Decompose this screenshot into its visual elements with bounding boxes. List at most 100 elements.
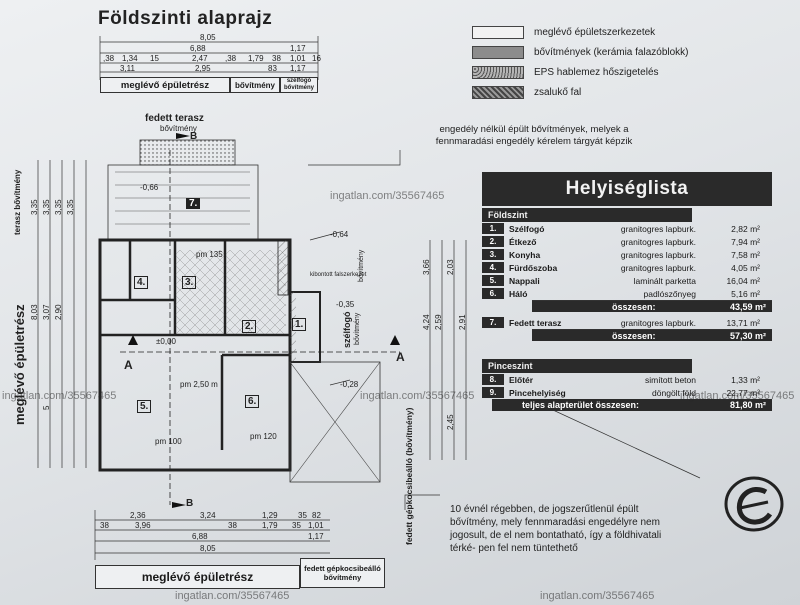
- room-row: 1. Szélfogó granitogres lapburk. 2,82 m²: [482, 222, 772, 235]
- legend-swatch: [472, 85, 524, 99]
- room-floor: granitogres lapburk.: [620, 236, 696, 247]
- height-mark: pm 135: [196, 250, 223, 259]
- windbreak-sub-label-vertical: bővítmény: [354, 312, 361, 345]
- room-tag-4: 4.: [134, 276, 149, 289]
- grand-total-row: teljes alapterület összesen: 81,80 m²: [492, 399, 772, 411]
- room-number: 2.: [482, 236, 504, 247]
- architect-logo-icon: [724, 476, 784, 532]
- dim-bottom: 1,17: [308, 532, 324, 541]
- room-row: 6. Háló padlószőnyeg 5,16 m²: [482, 287, 772, 300]
- room-area: 13,71 m²: [726, 317, 760, 328]
- room-floor: granitogres lapburk.: [620, 317, 696, 328]
- room-row: 9. Pincehelyiség döngölt föld 22,77 m²: [482, 386, 772, 399]
- note-unpermitted-extensions: engedély nélkül épült bővítmények, melye…: [435, 124, 633, 147]
- legend-label: meglévő épületszerkezetek: [534, 26, 656, 38]
- section-a-left: A: [124, 358, 133, 372]
- room-number: 8.: [482, 374, 504, 385]
- dim-bottom: 1,79: [262, 521, 278, 530]
- dim-left: 3,35: [42, 199, 51, 215]
- room-name: Fedett terasz: [509, 317, 562, 328]
- room-area: 22,77 m²: [726, 387, 760, 398]
- room-name: Konyha: [509, 249, 541, 260]
- ground-floor-total2-row: összesen: 57,30 m²: [532, 329, 772, 341]
- height-mark: -0,64: [330, 230, 349, 239]
- legend: meglévő épületszerkezetek bővítmények (k…: [472, 22, 772, 102]
- dim-right: 4,24: [422, 314, 431, 330]
- basement-heading: Pinceszint: [482, 359, 692, 373]
- room-floor: granitogres lapburk.: [620, 223, 696, 234]
- room-name: Szélfogó: [509, 223, 545, 234]
- dim-bottom: 82: [312, 511, 321, 520]
- dim-bottom: 2,36: [130, 511, 146, 520]
- section-b-bottom: B: [186, 498, 194, 509]
- carport-label-bottom-title: fedett gépkocsibeálló: [304, 564, 381, 573]
- dim-left: 3,07: [42, 304, 51, 320]
- room-number: 5.: [482, 275, 504, 286]
- room-tag-3: 3.: [182, 276, 197, 289]
- dim-top-ext: 1,17: [290, 44, 306, 53]
- dim-top-seg: 83: [268, 64, 277, 73]
- legend-swatch: [472, 45, 524, 59]
- dim-top-seg: 1,34: [122, 54, 138, 63]
- watermark: ingatlan.com/35567465: [360, 390, 475, 402]
- room-floor: simított beton: [644, 374, 696, 385]
- dim-top-main: 6,88: [190, 44, 206, 53]
- room-row: 7. Fedett terasz granitogres lapburk. 13…: [482, 316, 772, 329]
- dim-bottom: 35: [298, 511, 307, 520]
- room-number: 6.: [482, 288, 504, 299]
- dim-bottom: 3,24: [200, 511, 216, 520]
- note-old-extension: 10 évnél régebben, de jogszerűtlenül épü…: [450, 504, 662, 554]
- room-row: 3. Konyha granitogres lapburk. 7,58 m²: [482, 248, 772, 261]
- room-number: 7.: [482, 317, 504, 328]
- watermark: ingatlan.com/35567465: [330, 190, 445, 202]
- legend-item: meglévő épületszerkezetek: [472, 22, 772, 42]
- room-list-title: Helyiséglista: [482, 172, 772, 206]
- dim-left: 5: [42, 405, 51, 410]
- dim-bottom: 6,88: [192, 532, 208, 541]
- section-b-top: B: [190, 131, 198, 142]
- dim-top-total: 8,05: [200, 33, 216, 42]
- dim-right: 2,45: [446, 414, 455, 430]
- dim-bottom: 38: [228, 521, 237, 530]
- room-floor: padlószőnyeg: [643, 288, 696, 299]
- room-area: 16,04 m²: [726, 275, 760, 286]
- legend-label: bővítmények (kerámia falazóblokk): [534, 46, 689, 58]
- room-tag-5: 5.: [137, 400, 152, 413]
- room-row: 2. Étkező granitogres lapburk. 7,94 m²: [482, 235, 772, 248]
- room-number: 3.: [482, 249, 504, 260]
- existing-part-label-bottom: meglévő épületrész: [95, 565, 300, 589]
- dim-bottom: 38: [100, 521, 109, 530]
- grand-total-label: teljes alapterület összesen:: [522, 400, 640, 410]
- total2-label: összesen:: [612, 330, 656, 341]
- room-area: 2,82 m²: [731, 223, 760, 234]
- ground-floor-total-row: összesen: 43,59 m²: [532, 300, 772, 312]
- dim-bottom: 1,01: [308, 521, 324, 530]
- room-number: 4.: [482, 262, 504, 273]
- room-area: 7,94 m²: [731, 236, 760, 247]
- legend-item: zsalukő fal: [472, 82, 772, 102]
- dim-top-seg: 1,79: [248, 54, 264, 63]
- carport-label-bottom: fedett gépkocsibeálló bővítmény: [300, 558, 385, 588]
- room-floor: döngölt föld: [652, 387, 696, 398]
- room-name: Étkező: [509, 236, 537, 247]
- dim-left: 8,03: [30, 304, 39, 320]
- terrace-ext-label-left: terasz bővítmény: [13, 169, 22, 235]
- dim-bottom: 8,05: [200, 544, 216, 553]
- covered-terrace-sub-label: bővítmény: [160, 124, 197, 133]
- room-name: Pincehelyiség: [509, 387, 566, 398]
- dim-right: 2,03: [446, 259, 455, 275]
- room-area: 7,58 m²: [731, 249, 760, 260]
- room-floor: granitogres lapburk.: [620, 262, 696, 273]
- room-name: Előtér: [509, 374, 534, 385]
- dim-top-seg: ,38: [225, 54, 237, 63]
- room-floor: granitogres lapburk.: [620, 249, 696, 260]
- room-tag-1: 1.: [292, 318, 307, 331]
- room-name: Nappali: [509, 275, 540, 286]
- room-name: Fürdőszoba: [509, 262, 558, 273]
- watermark: ingatlan.com/35567465: [2, 390, 117, 402]
- grand-total-value: 81,80 m²: [729, 400, 766, 410]
- dim-top-seg: 15: [150, 54, 159, 63]
- existing-part-label-top: meglévő épületrész: [100, 77, 230, 93]
- room-row: 5. Nappali laminált parketta 16,04 m²: [482, 274, 772, 287]
